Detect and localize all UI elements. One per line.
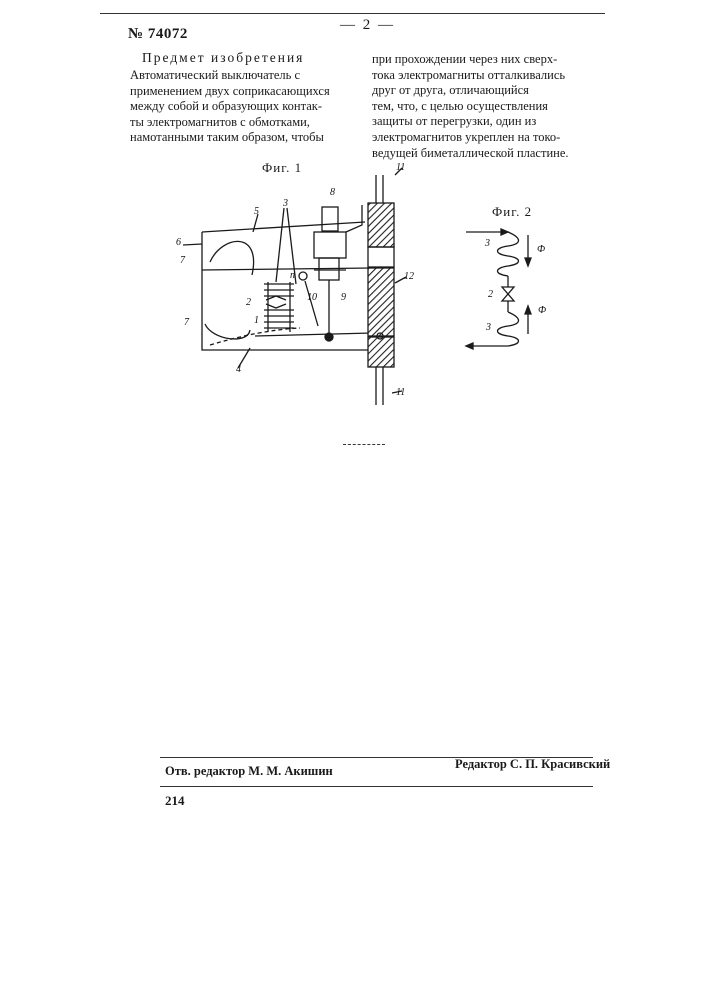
page-code: 214 xyxy=(165,793,185,809)
label-2: 2 xyxy=(488,289,493,300)
end-rule xyxy=(343,444,385,445)
label-3-lower: 3 xyxy=(485,322,491,333)
contact-upper xyxy=(502,287,514,294)
footer-rule-bottom xyxy=(160,786,593,787)
responsible-editor: Отв. редактор М. М. Акишин xyxy=(165,764,333,779)
label-phi-lower: Ф xyxy=(538,305,546,316)
label-phi-upper: Ф xyxy=(537,244,545,255)
label-3-upper: 3 xyxy=(484,238,490,249)
coil-upper xyxy=(498,232,519,276)
editor: Редактор С. П. Красивский xyxy=(455,757,610,772)
coil-lower xyxy=(498,312,519,346)
